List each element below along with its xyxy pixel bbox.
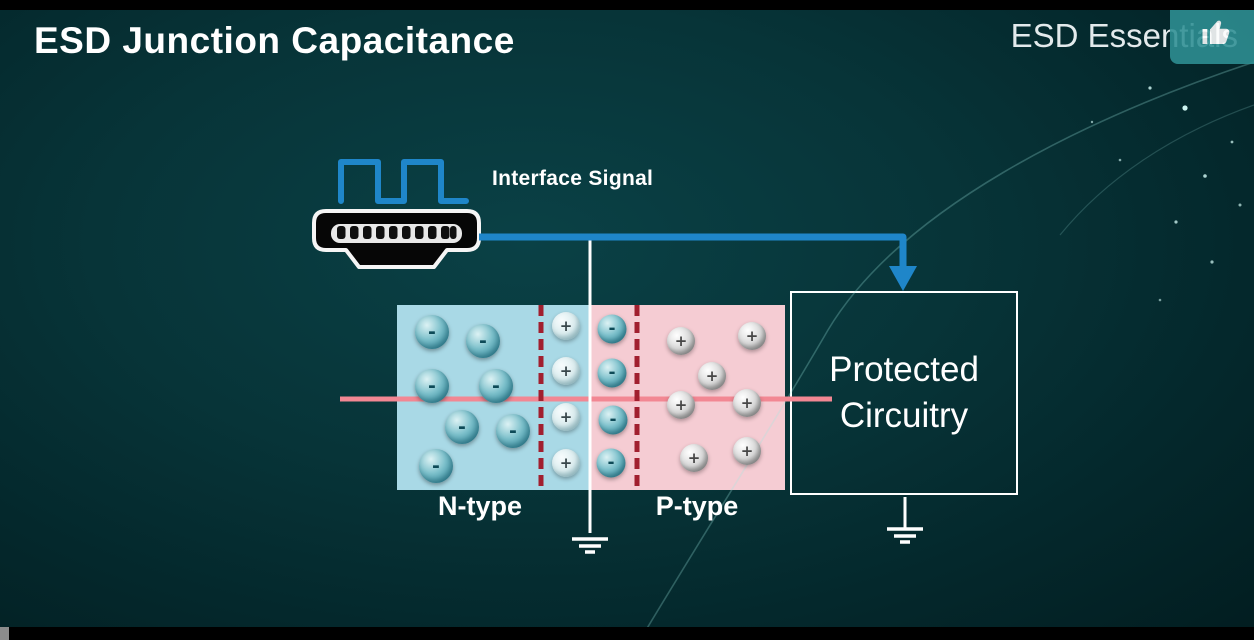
- protected-circuitry-box: Protected Circuitry: [790, 291, 1018, 495]
- decorative-arc-2: [1059, 104, 1254, 236]
- signal-wire: [479, 233, 917, 291]
- thumbs-up-glyph: [1202, 20, 1230, 44]
- page-title: ESD Junction Capacitance: [34, 20, 515, 61]
- protected-label-line2: Circuitry: [839, 396, 969, 435]
- sparkle-dots: [1090, 86, 1242, 302]
- n-type-label: N-type: [437, 491, 522, 521]
- arrow-down-icon: [889, 266, 917, 291]
- ground-icon-center: [572, 537, 608, 554]
- thumbs-up-icon[interactable]: [1170, 0, 1254, 64]
- decorative-arc: [639, 61, 1254, 640]
- protected-label-line1: Protected: [829, 349, 979, 389]
- ground-icon-protected: [887, 497, 923, 544]
- player-corner-artifact: [0, 627, 9, 640]
- interface-signal-label: Interface Signal: [492, 167, 654, 190]
- hdmi-connector-icon: [312, 209, 481, 269]
- letterbox-top: [0, 0, 1254, 10]
- square-wave-icon: [338, 159, 469, 204]
- letterbox-bottom: [0, 627, 1254, 640]
- p-type-label: P-type: [655, 491, 739, 521]
